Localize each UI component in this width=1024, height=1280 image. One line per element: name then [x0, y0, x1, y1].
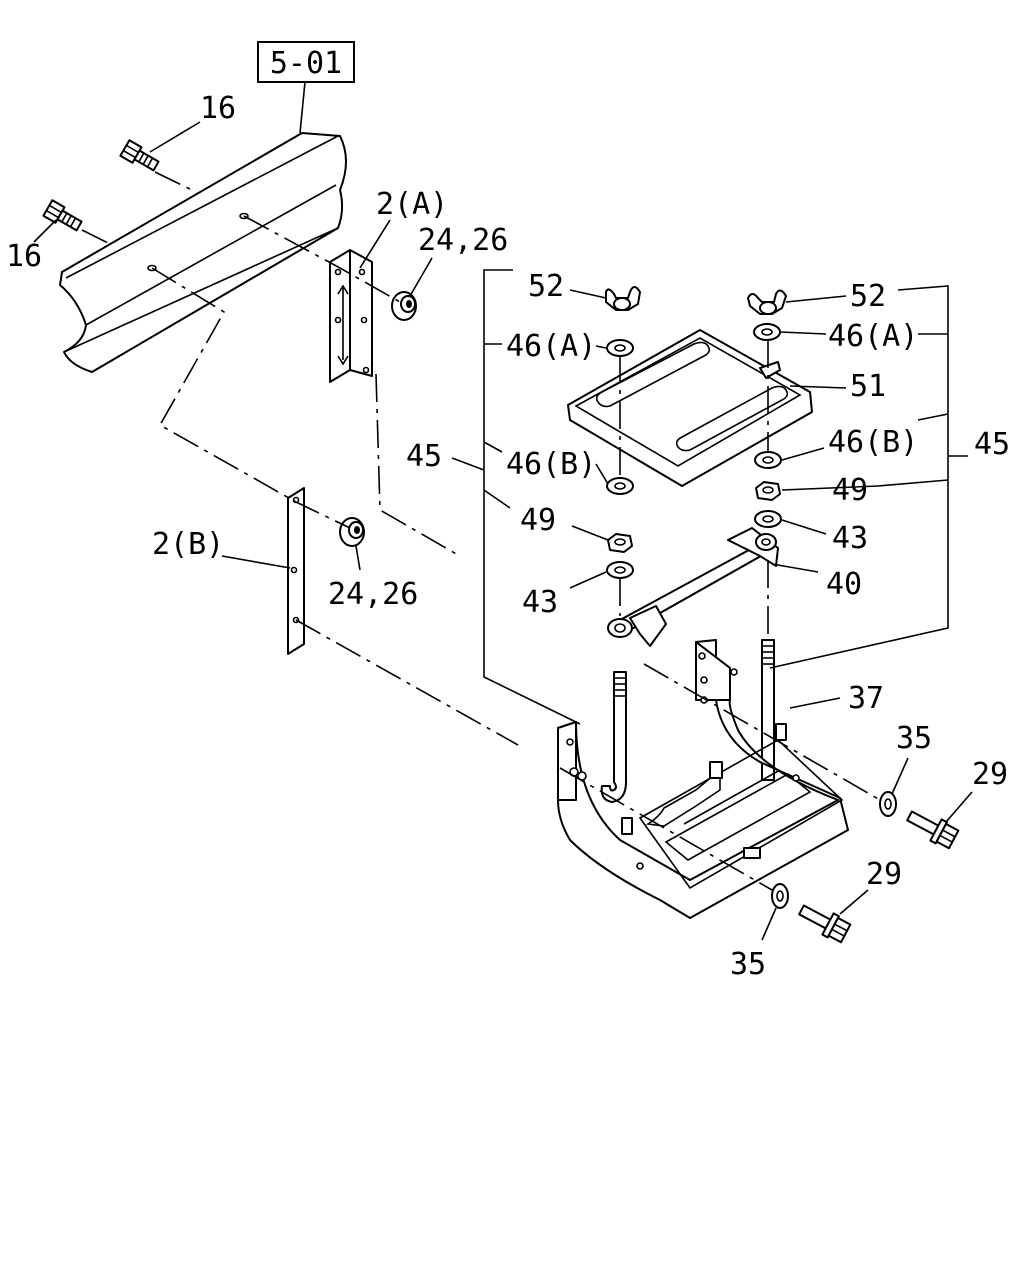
- leader-49-right-tick: [877, 479, 949, 487]
- leader-29-bottom: [839, 889, 869, 915]
- reference-leader: [299, 81, 306, 134]
- bracket-45-left: [483, 269, 581, 725]
- battery-cover-51[interactable]: [567, 329, 813, 487]
- axis-2b-to-carrier: [295, 619, 519, 746]
- flange-nut-24-26-bottom[interactable]: [339, 517, 365, 547]
- washer-43-left[interactable]: [606, 561, 634, 579]
- wing-nut-52-right[interactable]: [747, 289, 787, 315]
- washer-35-right[interactable]: [879, 791, 897, 817]
- callout-52-left: 52: [528, 269, 564, 304]
- callout-35-right: 35: [896, 721, 932, 756]
- leader-46a-right: [779, 331, 827, 335]
- axis-rail-to-2a: [243, 215, 401, 303]
- battery-carrier-37[interactable]: [557, 639, 849, 919]
- leader-45-left: [451, 457, 485, 471]
- callout-37: 37: [848, 681, 884, 716]
- leader-46a-left: [595, 345, 607, 349]
- callout-46b-left: 46(B): [506, 447, 596, 482]
- bracket-2a[interactable]: [329, 249, 373, 383]
- reference-box-label: 5-01: [270, 46, 342, 81]
- leader-52-left: [569, 289, 607, 299]
- frame-rail: [59, 132, 347, 373]
- leader-51: [789, 385, 847, 389]
- leader-2b: [221, 555, 291, 569]
- axis-2a-to-carrier: [375, 373, 459, 556]
- leader-24-26-top: [409, 257, 433, 297]
- nut-49-left[interactable]: [607, 533, 633, 553]
- bolt-29-bottom[interactable]: [796, 899, 852, 944]
- axis-rail-to-2b: [151, 267, 351, 529]
- hook-stud-left[interactable]: [600, 671, 627, 803]
- bracket-2b[interactable]: [287, 487, 305, 655]
- leader-43-left: [569, 571, 607, 589]
- leader-49-right: [781, 485, 879, 491]
- leader-46b-right: [781, 447, 825, 461]
- callout-52-right: 52: [850, 279, 886, 314]
- leader-46b-left-tick: [483, 441, 503, 453]
- callout-29-right: 29: [972, 757, 1008, 792]
- washer-43-right[interactable]: [754, 510, 782, 528]
- washer-46b-right[interactable]: [754, 451, 782, 469]
- leader-37: [789, 697, 841, 709]
- callout-2a: 2(A): [376, 187, 448, 222]
- washer-46b-left[interactable]: [606, 477, 634, 495]
- leader-46b-right-tick: [917, 413, 949, 421]
- axis-carrier-bottom: [559, 767, 773, 891]
- leader-16-top: [149, 121, 201, 153]
- clamp-bar-40[interactable]: [607, 527, 779, 647]
- callout-49-left: 49: [520, 503, 556, 538]
- bolt-16-left-axis: [81, 229, 111, 245]
- washer-46a-right[interactable]: [753, 323, 781, 341]
- leader-16-left: [33, 219, 57, 243]
- wing-nut-52-left[interactable]: [605, 286, 641, 311]
- callout-16-left: 16: [6, 239, 42, 274]
- leader-49-left-tick: [483, 489, 511, 509]
- callout-46a-left: 46(A): [506, 329, 596, 364]
- reference-box[interactable]: 5-01: [257, 41, 355, 83]
- callout-40: 40: [826, 567, 862, 602]
- callout-45-left: 45: [406, 439, 442, 474]
- leader-49-left: [571, 525, 609, 541]
- nut-49-right[interactable]: [755, 481, 781, 501]
- callout-43-left: 43: [522, 585, 558, 620]
- washer-35-bottom[interactable]: [771, 883, 789, 909]
- leader-52-right: [785, 295, 847, 303]
- callout-49-right: 49: [832, 473, 868, 508]
- leader-35-right: [891, 757, 909, 795]
- washer-46a-left[interactable]: [606, 339, 634, 357]
- callout-16-top: 16: [200, 91, 236, 126]
- leader-35-bottom: [761, 907, 777, 941]
- callout-2b: 2(B): [152, 527, 224, 562]
- callout-24-26-top: 24,26: [418, 223, 508, 258]
- leader-24-26-bottom: [355, 545, 361, 571]
- leader-46b-left: [595, 463, 609, 485]
- flange-nut-24-26-top[interactable]: [391, 291, 417, 321]
- bolt-16-top-axis: [154, 171, 197, 193]
- callout-51: 51: [850, 369, 886, 404]
- callout-45-right: 45: [974, 427, 1010, 462]
- callout-46a-right: 46(A): [828, 319, 918, 354]
- leader-2a: [359, 219, 391, 269]
- callout-46b-right: 46(B): [828, 425, 918, 460]
- bolt-16-left[interactable]: [42, 199, 83, 234]
- leader-29-right: [945, 791, 973, 823]
- hook-stud-right[interactable]: [761, 639, 775, 781]
- bracket-45-right: [769, 285, 949, 669]
- bolt-16-top[interactable]: [119, 139, 160, 174]
- bolt-29-right[interactable]: [904, 805, 960, 850]
- callout-24-26-bottom: 24,26: [328, 577, 418, 612]
- callout-43-right: 43: [832, 521, 868, 556]
- leader-43-right: [781, 519, 827, 535]
- callout-29-bottom: 29: [866, 857, 902, 892]
- callout-35-bottom: 35: [730, 947, 766, 982]
- leader-40: [771, 563, 819, 573]
